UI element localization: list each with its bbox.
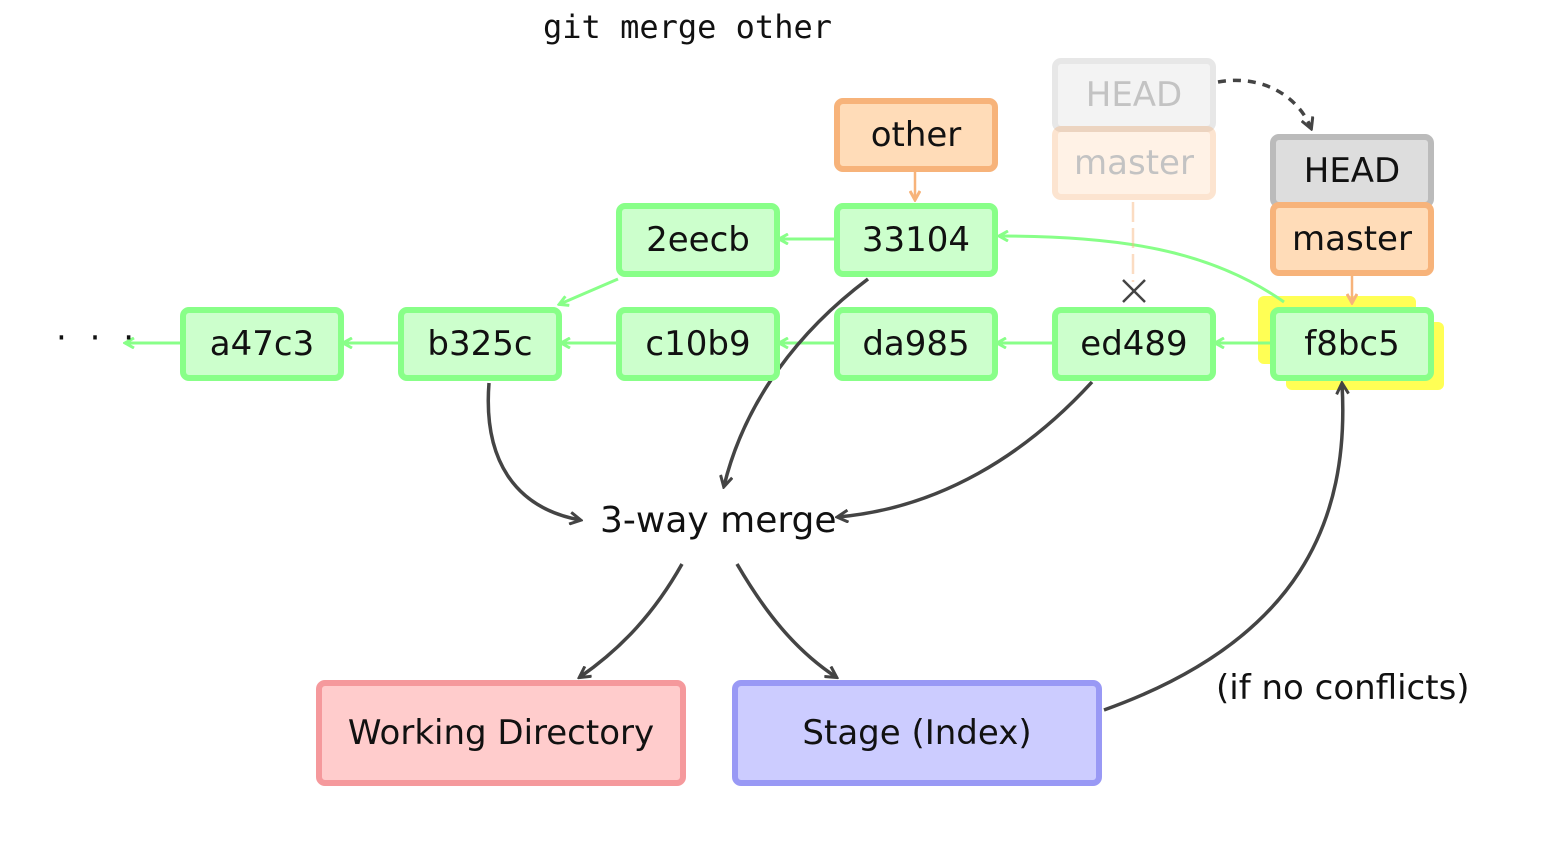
cross-icon [1122, 279, 1146, 303]
commit-2eecb: 2eecb [616, 203, 780, 277]
new-master-ref: master [1270, 202, 1434, 276]
old-master-ref: master [1052, 126, 1216, 200]
old-head-label: HEAD [1085, 75, 1183, 115]
arrow-b325c-to-merge [486, 382, 580, 520]
arrow-2eecb-to-b325c [560, 277, 619, 304]
merge-label: 3-way merge [600, 500, 837, 541]
commit-a47c3: a47c3 [180, 307, 344, 381]
new-head-label: HEAD [1303, 151, 1401, 191]
commit-f8bc5: f8bc5 [1270, 307, 1434, 381]
arrow-ed489-to-merge [838, 380, 1094, 517]
old-master-label: master [1074, 143, 1194, 183]
new-head-ref: HEAD [1270, 134, 1434, 208]
working-directory-box: Working Directory [316, 680, 686, 786]
commit-f8bc5-label: f8bc5 [1304, 324, 1400, 364]
page-title: git merge other [543, 8, 832, 46]
stage-index-box: Stage (Index) [732, 680, 1102, 786]
new-master-label: master [1292, 219, 1412, 259]
old-head-ref: HEAD [1052, 58, 1216, 132]
arrow-stage-to-f8bc5 [1103, 384, 1343, 712]
commit-a47c3-label: a47c3 [209, 324, 315, 364]
arrow-f8bc5-to-33104 [1000, 236, 1285, 304]
commit-b325c-label: b325c [427, 324, 533, 364]
arrow-head-move [1217, 78, 1311, 128]
commit-2eecb-label: 2eecb [646, 220, 750, 260]
arrow-merge-to-working-directory [580, 563, 684, 677]
commit-c10b9-label: c10b9 [645, 324, 751, 364]
other-branch-ref: other [834, 98, 998, 172]
commit-c10b9: c10b9 [616, 307, 780, 381]
other-branch-label: other [870, 115, 962, 155]
commit-ed489-label: ed489 [1080, 324, 1188, 364]
working-directory-label: Working Directory [347, 713, 655, 753]
commit-33104-label: 33104 [861, 220, 971, 260]
ellipsis-label: · · · [56, 318, 141, 358]
commit-da985-label: da985 [862, 324, 970, 364]
stage-index-label: Stage (Index) [802, 713, 1032, 753]
no-conflicts-label: (if no conflicts) [1216, 668, 1470, 708]
arrow-merge-to-stage [735, 563, 836, 677]
commit-b325c: b325c [398, 307, 562, 381]
commit-33104: 33104 [834, 203, 998, 277]
commit-da985: da985 [834, 307, 998, 381]
commit-ed489: ed489 [1052, 307, 1216, 381]
